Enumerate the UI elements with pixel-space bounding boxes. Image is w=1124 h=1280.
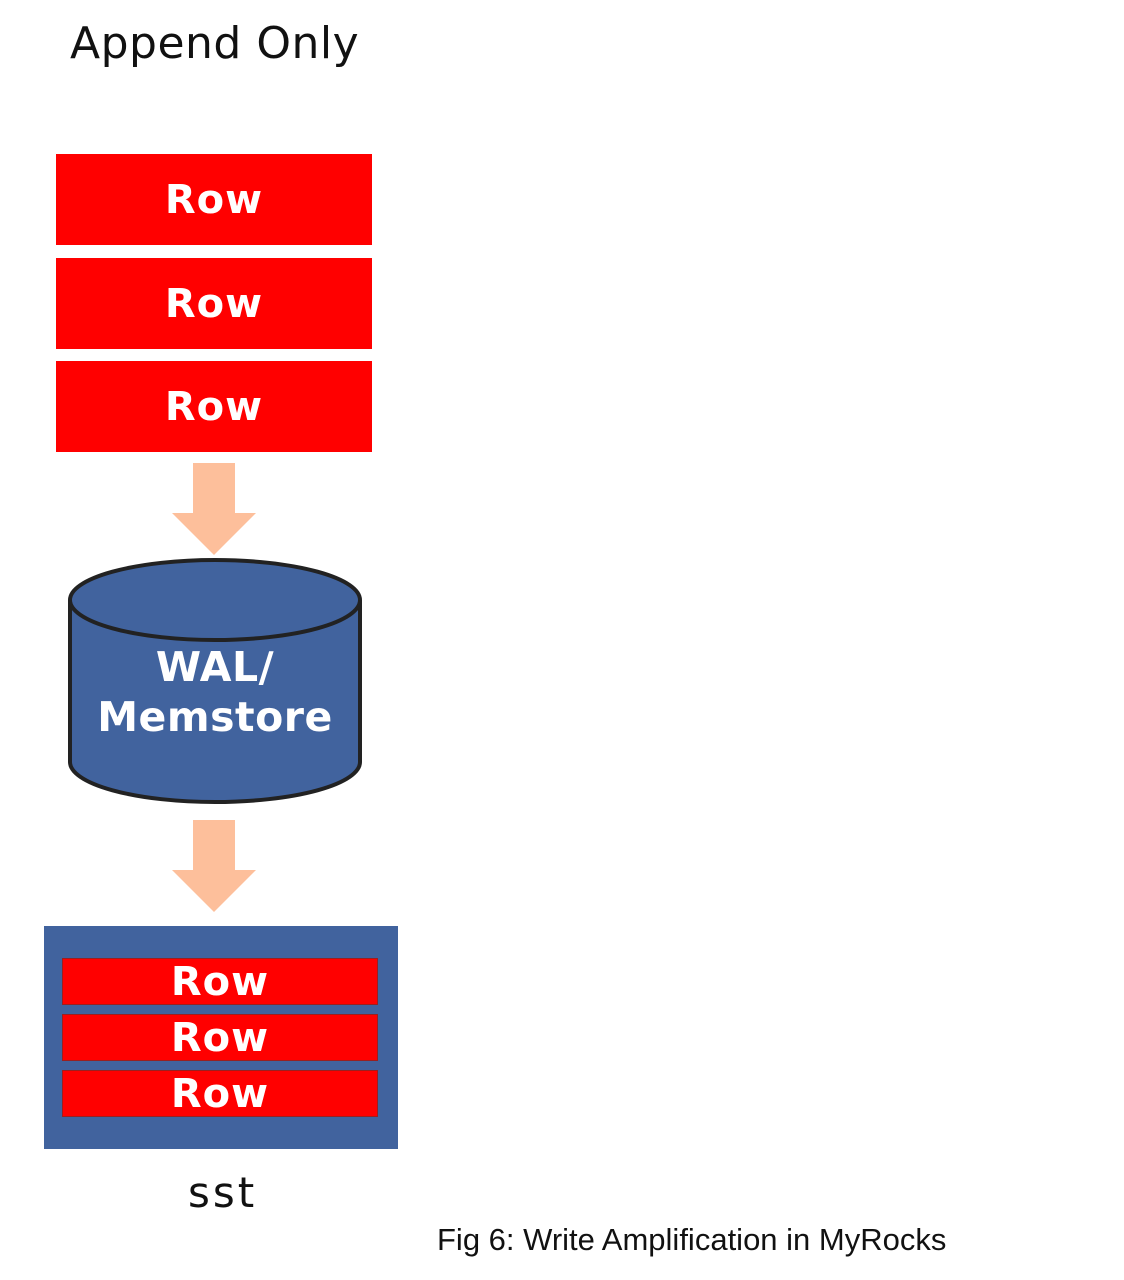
- input-row-block: Row: [56, 154, 372, 245]
- sst-row-block: Row: [62, 1070, 378, 1117]
- wal-label: WAL/: [155, 643, 275, 691]
- wal-memstore-label: WAL/ Memstore: [66, 642, 364, 742]
- figure-caption: Fig 6: Write Amplification in MyRocks: [437, 1222, 947, 1257]
- sst-row-block: Row: [62, 958, 378, 1005]
- sst-row-block: Row: [62, 1014, 378, 1061]
- down-arrow-icon: [172, 463, 256, 555]
- sst-label: sst: [188, 1168, 258, 1217]
- diagram-title: Append Only: [70, 18, 360, 69]
- memstore-label: Memstore: [97, 693, 333, 741]
- wal-memstore-cylinder: [68, 558, 362, 804]
- input-row-block: Row: [56, 361, 372, 452]
- down-arrow-icon: [172, 820, 256, 912]
- input-row-block: Row: [56, 258, 372, 349]
